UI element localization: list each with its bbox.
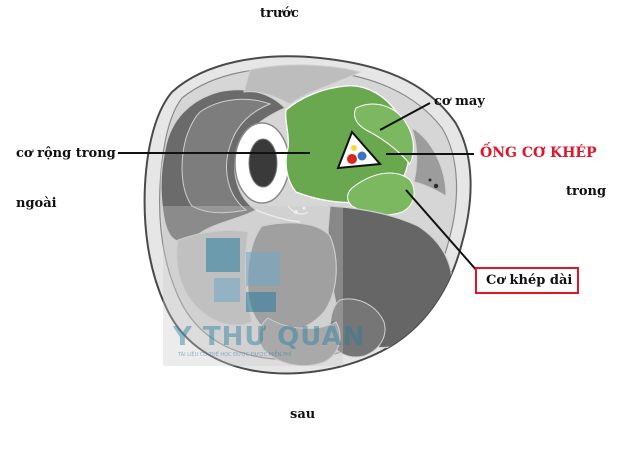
- small-vessel: [294, 210, 298, 214]
- great-saphenous-vein: [433, 183, 439, 189]
- sciatic-region: [287, 205, 309, 215]
- gracilis: [411, 126, 447, 197]
- watermark-brand: Y THƯ QUÁN: [173, 322, 366, 352]
- label-anterior: trước: [260, 6, 299, 21]
- semitendinosus: [258, 317, 341, 367]
- small-vessel: [302, 206, 306, 210]
- leader-co-may: [379, 102, 431, 131]
- watermark-tagline: TÀI LIỆU CÓ THỂ HỌC ĐƯỢC ĐƯỢC MIỄN PHÍ: [178, 352, 292, 358]
- femoral-artery-marker: [347, 154, 357, 164]
- label-lateral: ngoài: [16, 196, 57, 211]
- small-vessel: [428, 178, 432, 182]
- rectus-femoris: [243, 64, 362, 105]
- label-vastus-medialis: cơ rộng trong: [16, 146, 116, 161]
- label-adductor-longus: Cơ khép dài: [486, 273, 573, 288]
- leader-co-khep-dai: [405, 189, 479, 273]
- adductor-longus-highlight: [347, 172, 415, 216]
- label-box-adductor-longus: Cơ khép dài: [475, 267, 579, 294]
- label-adductor-canal: ỐNG CƠ KHÉP: [480, 145, 597, 161]
- label-medial: trong: [566, 184, 607, 199]
- intermuscular-septum: [255, 209, 301, 223]
- vastus-intermedius: [181, 98, 272, 214]
- femur-marrow: [248, 138, 278, 188]
- semimembranosus: [329, 298, 386, 358]
- femoral-vein-marker: [357, 151, 367, 161]
- label-sartorius: cơ may: [434, 94, 485, 109]
- watermark-logo: [206, 238, 280, 312]
- label-posterior: sau: [290, 407, 316, 422]
- femoral-nerve-marker: [351, 145, 357, 151]
